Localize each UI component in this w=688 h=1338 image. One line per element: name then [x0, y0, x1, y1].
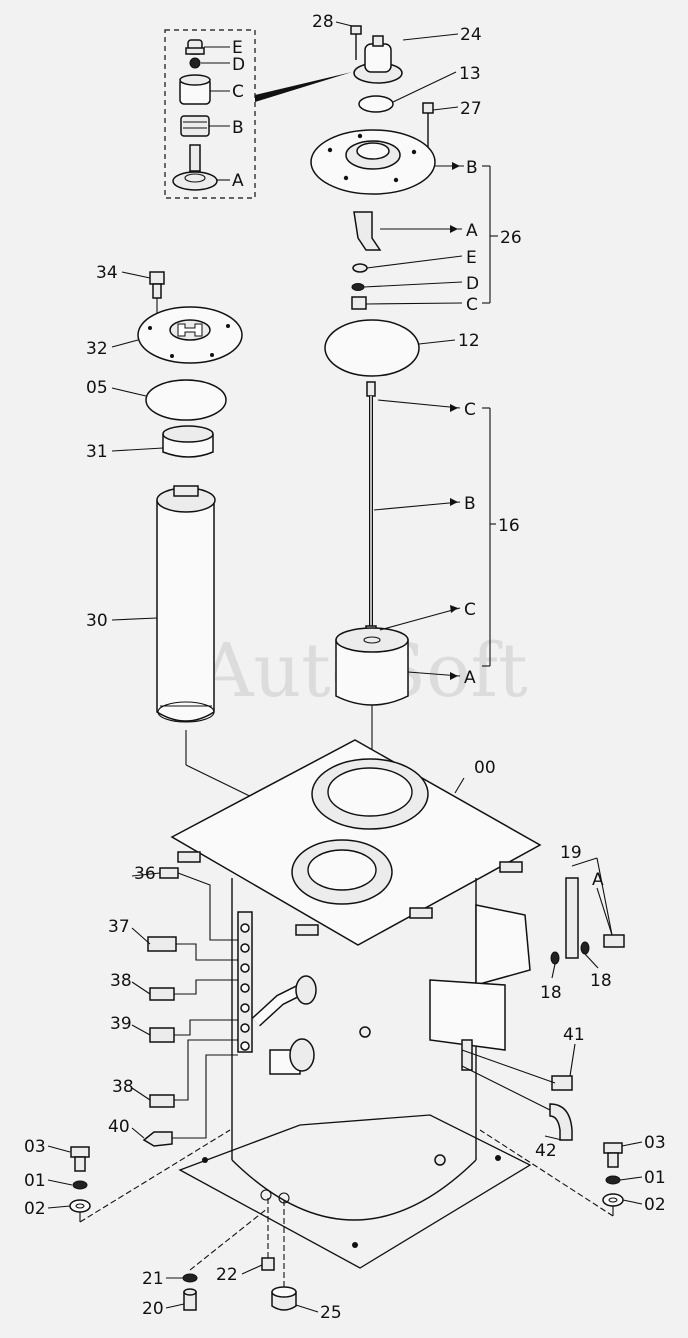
mount-hardware	[47, 1129, 643, 1313]
label-03a: 03	[24, 1137, 46, 1157]
sub26-b: B	[466, 158, 478, 178]
part-labels: 28 24 13 27 B A E D C 26 12 C B C A 16 3…	[24, 12, 666, 1323]
label-38a: 38	[110, 971, 132, 991]
label-25: 25	[320, 1303, 342, 1323]
label-01b: 01	[644, 1168, 666, 1188]
sub26-c: C	[466, 295, 478, 315]
inset-label-c: C	[232, 82, 244, 102]
label-39: 39	[110, 1014, 132, 1034]
label-03b: 03	[644, 1133, 666, 1153]
label-42: 42	[535, 1141, 557, 1161]
label-36: 36	[134, 864, 156, 884]
label-13: 13	[459, 64, 481, 84]
label-34: 34	[96, 263, 118, 283]
inset-label-d: D	[232, 55, 245, 75]
label-22: 22	[216, 1265, 238, 1285]
breather-assembly	[310, 21, 498, 310]
fittings-right	[461, 857, 625, 1141]
sub26-e: E	[466, 248, 477, 268]
label-20: 20	[142, 1299, 164, 1319]
sub16-c1: C	[464, 400, 476, 420]
label-02a: 02	[24, 1199, 46, 1219]
leader-arrows	[450, 162, 460, 680]
tank-00	[170, 739, 542, 1269]
label-00: 00	[474, 758, 496, 778]
label-19: 19	[560, 843, 582, 863]
inset-label-a: A	[232, 171, 244, 191]
label-05: 05	[86, 378, 108, 398]
label-18a: 18	[540, 983, 562, 1003]
inset-label-e: E	[232, 38, 243, 58]
sub26-d: D	[466, 274, 479, 294]
sub19-a: A	[592, 870, 604, 890]
label-21: 21	[142, 1269, 164, 1289]
sub16-a: A	[464, 668, 476, 688]
label-37: 37	[108, 917, 130, 937]
label-27: 27	[460, 99, 482, 119]
sub26-a: A	[466, 221, 478, 241]
breather-inset: E D C B A	[164, 29, 352, 199]
gasket-12	[324, 319, 420, 377]
label-40: 40	[108, 1117, 130, 1137]
label-31: 31	[86, 442, 108, 462]
label-38b: 38	[112, 1077, 134, 1097]
label-18b: 18	[590, 971, 612, 991]
label-26: 26	[500, 228, 522, 248]
label-30: 30	[86, 611, 108, 631]
filter-assembly	[111, 271, 341, 841]
fittings-left	[131, 867, 238, 1147]
label-28: 28	[312, 12, 334, 32]
sub16-c2: C	[464, 600, 476, 620]
label-24: 24	[460, 25, 482, 45]
label-16: 16	[498, 516, 520, 536]
sub16-b: B	[464, 494, 476, 514]
inset-label-b: B	[232, 118, 244, 138]
label-12: 12	[458, 331, 480, 351]
label-32: 32	[86, 339, 108, 359]
label-01a: 01	[24, 1171, 46, 1191]
label-02b: 02	[644, 1195, 666, 1215]
level-gauge-16	[335, 381, 496, 800]
label-41: 41	[563, 1025, 585, 1045]
